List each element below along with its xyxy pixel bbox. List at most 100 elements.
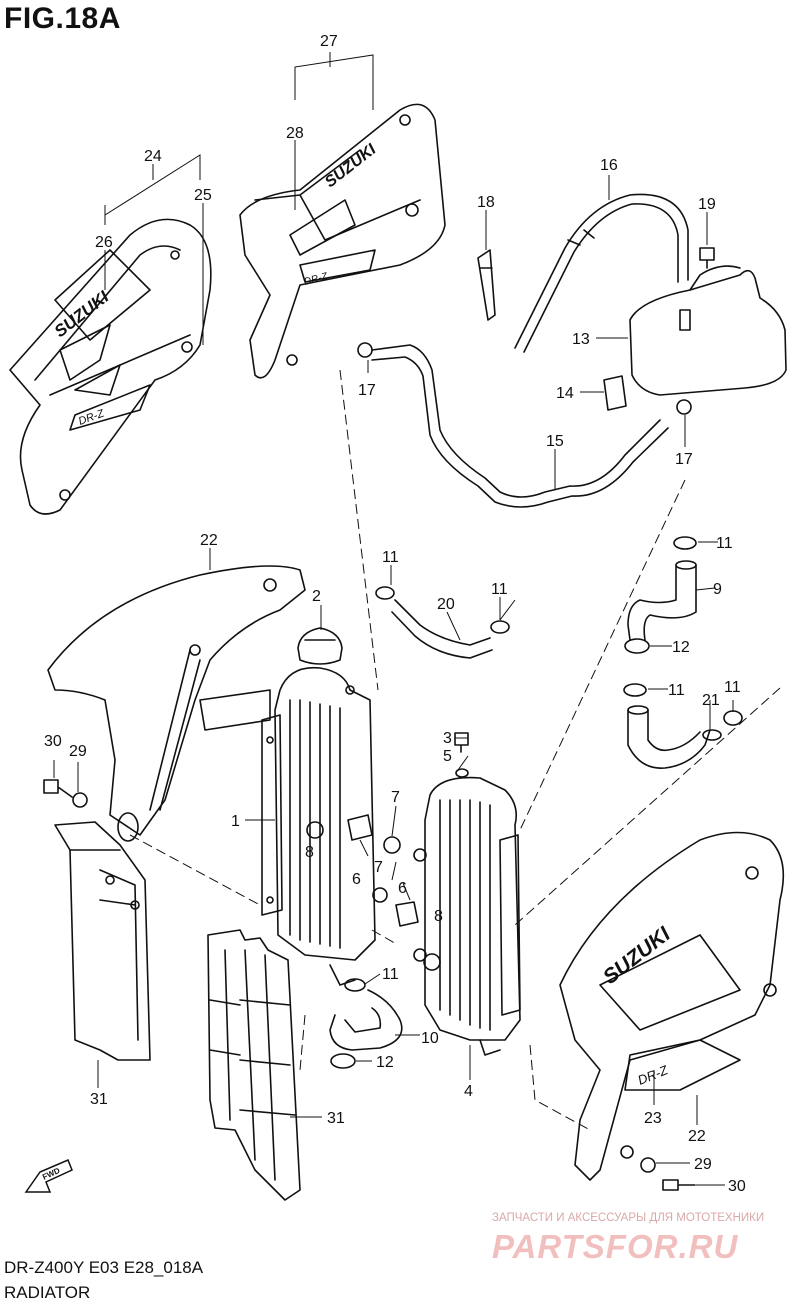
left-shroud-decals: SUZUKI DR-Z [51, 286, 114, 427]
hose-21 [627, 705, 722, 769]
callout-6-a: 6 [352, 871, 361, 888]
clamp-17-left [357, 342, 373, 358]
clamp-11-a [375, 586, 395, 600]
washer-29-right [640, 1157, 656, 1173]
callout-26: 26 [95, 234, 113, 251]
right-shroud-lower [559, 831, 785, 1181]
callout-28: 28 [286, 125, 304, 142]
callout-27: 27 [320, 33, 338, 50]
callout-20: 20 [437, 596, 455, 613]
callout-3: 4 [464, 1083, 473, 1100]
callout-12-b: 12 [376, 1054, 394, 1071]
callout-18: 18 [477, 194, 495, 211]
collar-7-b [372, 887, 388, 903]
clamp-11-e [723, 710, 743, 726]
right-shroud-lower-decals: SUZUKI DR-Z [599, 922, 676, 1088]
fwd-arrow-icon: FWD [24, 1159, 73, 1193]
callout-22-a: 22 [200, 532, 218, 549]
clamp-12-a [624, 638, 650, 654]
callout-8-a: 8 [305, 844, 314, 861]
section-name: RADIATOR [4, 1283, 91, 1302]
callout-8-b: 8 [434, 908, 443, 925]
callout-2: 2 [312, 588, 321, 605]
figure-title: FIG.18A [4, 2, 121, 35]
svg-text:DR-Z: DR-Z [77, 407, 107, 428]
hose-10 [329, 989, 403, 1051]
callout-5: 5 [443, 748, 452, 765]
clamp-17-right [676, 399, 692, 415]
callout-12-a: 12 [672, 639, 690, 656]
callout-11-f: 11 [382, 966, 399, 983]
callout-31-a: 31 [90, 1091, 108, 1108]
callout-6-b: 6 [398, 880, 407, 897]
watermark-tagline: ЗАПЧАСТИ И АКСЕССУАРЫ ДЛЯ МОТОТЕХНИКИ [492, 1212, 765, 1224]
callout-25: 25 [194, 187, 212, 204]
alignment-lines [129, 369, 781, 1131]
bolt-30-right [662, 1179, 696, 1191]
spacer-8-a [306, 821, 324, 839]
callout-30-b: 30 [728, 1178, 746, 1195]
callout-29-b: 29 [694, 1156, 712, 1173]
bracket-18 [477, 249, 496, 321]
callout-22-b: 22 [688, 1128, 706, 1145]
callout-11-e: 11 [724, 679, 741, 696]
louver-31-left [54, 821, 151, 1061]
callout-4: 3 [443, 730, 452, 747]
callout-17-b: 17 [675, 451, 693, 468]
radiator-left-1 [261, 666, 376, 986]
model-code: DR-Z400Y E03 E28_018A [4, 1258, 204, 1277]
callout-10: 10 [421, 1030, 439, 1047]
louver-31-right [207, 929, 301, 1201]
callout-17-a: 17 [358, 382, 376, 399]
clamp-11-c [673, 536, 697, 550]
collar-left [117, 812, 139, 842]
callout-9: 9 [713, 581, 722, 598]
washer-5 [455, 768, 469, 778]
right-shroud-upper-decals: SUZUKI DR-Z [303, 141, 380, 288]
grommet-6-b [395, 901, 419, 927]
hose-20 [391, 599, 493, 659]
hose-16 [514, 193, 689, 353]
right-shroud-upper [239, 103, 446, 379]
left-shroud-cover [9, 218, 212, 515]
clamp-11-f [344, 978, 366, 992]
callout-23: 23 [644, 1110, 662, 1127]
collar-7-a [383, 836, 401, 854]
grommet-6-a [347, 814, 373, 841]
callout-16: 16 [600, 157, 618, 174]
callout-7-a: 7 [391, 789, 400, 806]
callout-21: 21 [702, 692, 720, 709]
clamp-12-b [330, 1053, 356, 1069]
svg-text:DR-Z: DR-Z [303, 271, 330, 288]
callout-30-a: 30 [44, 733, 62, 750]
radiator-right-3 [413, 776, 521, 1056]
callout-numbers: 27 28 24 25 26 16 18 19 13 14 17 17 15 2… [44, 33, 746, 1195]
left-shroud-frame-22 [47, 565, 306, 836]
spacer-8-b [423, 953, 441, 971]
callout-29-a: 29 [69, 743, 87, 760]
bolt-30-left [43, 779, 73, 798]
callout-11-c: 11 [716, 535, 733, 552]
bolt-19 [699, 247, 715, 269]
callout-19: 19 [698, 196, 716, 213]
watermark-logo: PARTSFOR.RU [492, 1228, 739, 1265]
washer-29-left [72, 792, 88, 808]
callout-13: 13 [572, 331, 590, 348]
callout-11-d: 11 [668, 682, 685, 699]
callout-1: 1 [231, 813, 240, 830]
svg-text:DR-Z: DR-Z [636, 1062, 671, 1088]
clamp-11-d [623, 683, 647, 697]
hose-9 [627, 560, 697, 641]
callout-24: 24 [144, 148, 162, 165]
callout-15: 15 [546, 433, 564, 450]
callout-14: 14 [556, 385, 574, 402]
bolt-4 [454, 732, 469, 753]
cap-14 [603, 375, 627, 411]
overflow-hose-15 [371, 344, 669, 508]
leader-lines [53, 52, 734, 1186]
callout-11-b: 11 [491, 581, 508, 598]
callout-31-b: 31 [327, 1110, 345, 1127]
radiator-cap-2 [297, 627, 343, 665]
svg-text:SUZUKI: SUZUKI [599, 922, 676, 989]
